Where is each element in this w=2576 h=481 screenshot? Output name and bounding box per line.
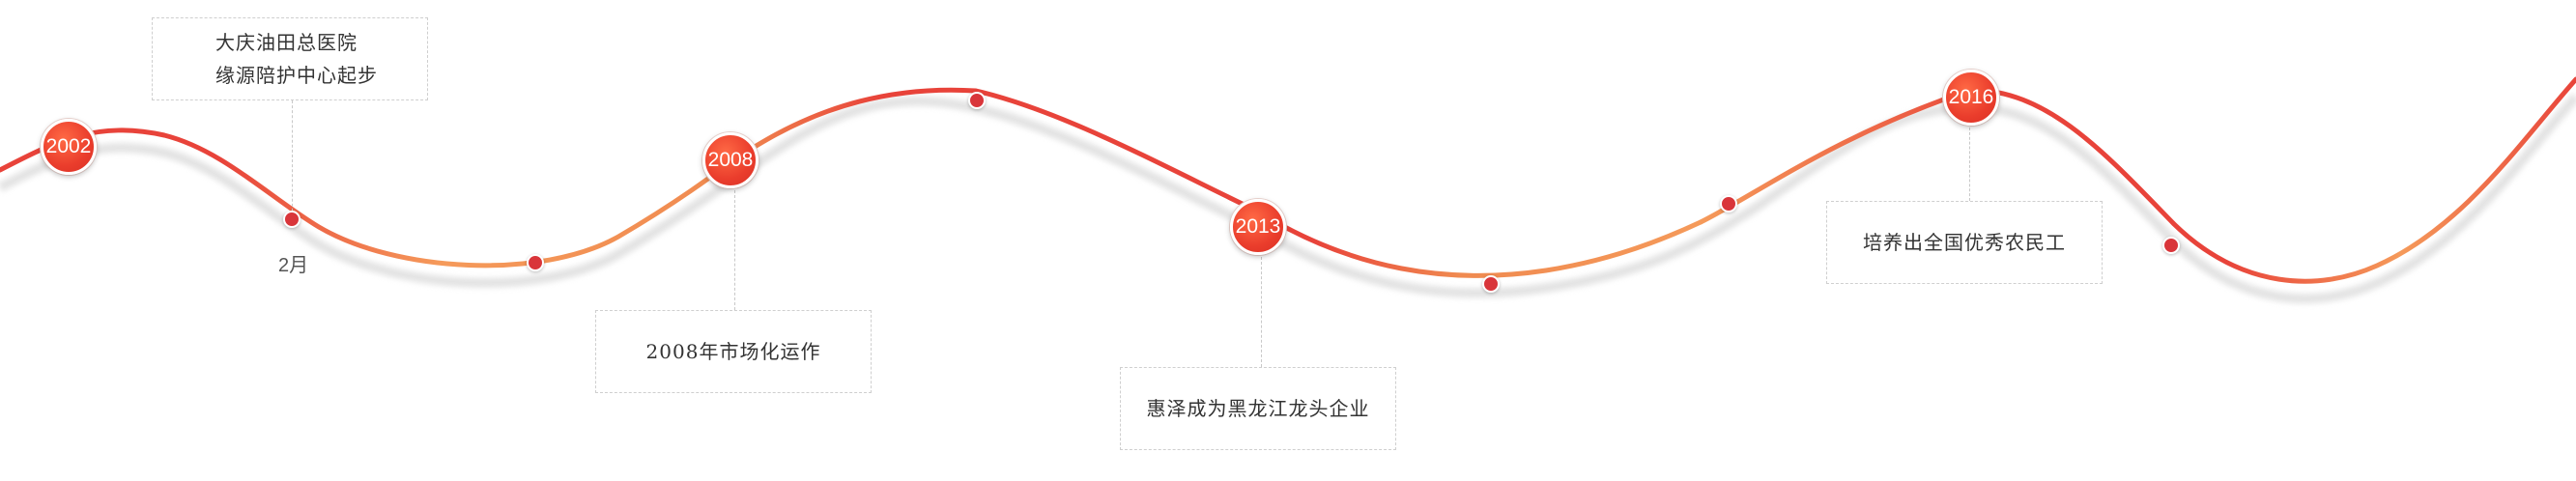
callout-text-line: 大庆油田总医院	[215, 31, 358, 54]
year-label: 2008	[707, 149, 754, 171]
callout-box-3: 惠泽成为黑龙江龙头企业	[1120, 367, 1396, 450]
timeline-dot-4	[1482, 275, 1500, 293]
year-label: 2013	[1235, 215, 1281, 238]
year-label: 2002	[45, 135, 92, 157]
timeline-curve-part-2	[731, 87, 1703, 278]
year-node-2013: 2013	[1230, 199, 1286, 255]
timeline-curve-part-1	[0, 127, 737, 269]
callout-text-line: 2008年市场化运作	[645, 340, 821, 363]
timeline-dot-3	[968, 92, 986, 109]
connector-line-4	[1969, 127, 1970, 201]
year-node-2008: 2008	[702, 132, 758, 188]
callout-text-line: 惠泽成为黑龙江龙头企业	[1146, 397, 1370, 420]
callout-box-1: 大庆油田总医院 缘源陪护中心起步	[152, 17, 428, 100]
timeline-dot-1	[283, 211, 301, 228]
connector-line-1	[292, 100, 293, 216]
connector-line-2	[734, 190, 735, 310]
connector-line-3	[1261, 257, 1262, 367]
callout-text-line: 缘源陪护中心起步	[215, 64, 378, 87]
callout-box-2: 2008年市场化运作	[595, 310, 872, 393]
timeline-dot-5	[1720, 195, 1737, 212]
callout-text-line: 培养出全国优秀农民工	[1863, 231, 2066, 254]
timeline-dot-2	[527, 254, 544, 271]
year-label: 2016	[1948, 86, 1994, 108]
year-node-2002: 2002	[41, 119, 97, 175]
date-label: 2月	[278, 255, 309, 276]
curve-shadow	[0, 93, 2576, 304]
callout-box-4: 培养出全国优秀农民工	[1826, 201, 2103, 284]
year-node-2016: 2016	[1943, 70, 1999, 126]
timeline-curve-part-3	[1698, 76, 2576, 284]
timeline-dot-6	[2162, 237, 2180, 254]
